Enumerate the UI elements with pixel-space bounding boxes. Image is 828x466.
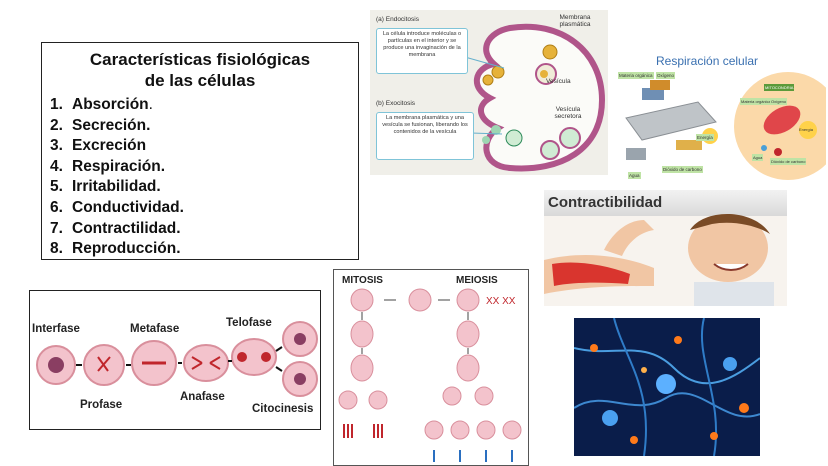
- contractility-header: [544, 190, 787, 216]
- organic-matter-label: Materia orgánica: [618, 72, 654, 79]
- list-item-label: Absorción: [72, 96, 149, 113]
- list-item-suffix: .: [148, 96, 153, 113]
- list-item-number: 4.: [50, 157, 63, 175]
- contractility-title: Contractibilidad: [548, 194, 663, 211]
- prophase-label: Profase: [80, 399, 123, 411]
- oxygen-label: Oxígeno: [656, 72, 676, 79]
- mitosis-meiosis-diagram: MITOSIS MEIOSIS XX XX: [333, 269, 529, 466]
- mito-oxygen-label: Oxígeno: [770, 98, 788, 105]
- membrane-label: Membrana plasmática: [559, 14, 591, 28]
- mito-co2-label: Dióxido de carbono: [770, 158, 807, 165]
- exocytosis-note: La membrana plasmática y una vesícula se…: [376, 112, 474, 160]
- secretory-vesicle-label: Vesícula secretora: [554, 106, 582, 120]
- cytokinesis-label: Citocinesis: [252, 403, 314, 415]
- list-item: 1. Absorción.: [50, 95, 184, 116]
- endocytosis-label: (a) Endocitosis: [376, 16, 419, 23]
- endocytosis-illustration: [439, 23, 606, 172]
- list-item-number: 6.: [50, 198, 63, 216]
- mito-energy-label: Energía: [799, 127, 814, 132]
- list-item: 3. Excreción: [50, 136, 184, 157]
- list-item: 4. Respiración.: [50, 157, 184, 178]
- list-item-number: 8.: [50, 240, 63, 258]
- list-item-number: 5.: [50, 178, 63, 196]
- list-item-label: Excreción: [72, 137, 147, 155]
- mitosis-phases-illustration: [36, 321, 318, 397]
- neuron-network-illustration: [574, 318, 760, 456]
- mitosis-meiosis-illustration: XX XX: [338, 288, 522, 462]
- mitosis-label: MITOSIS: [342, 275, 383, 286]
- metaphase-label: Metafase: [130, 323, 180, 335]
- respiration-diagram: Respiración celular Materia orgánica Oxí…: [612, 48, 826, 183]
- interphase-label: Interfase: [32, 323, 80, 335]
- list-title-line1: Características fisiológicas: [89, 50, 311, 69]
- list-item-label: Respiración.: [72, 157, 166, 175]
- list-item: 6. Conductividad.: [50, 198, 184, 219]
- list-title-line2: de las células: [144, 71, 256, 90]
- list-item-number: 3.: [50, 137, 63, 155]
- characteristics-box: Características fisiológicas de las célu…: [41, 42, 359, 260]
- co2-label: Dióxido de carbono: [662, 166, 703, 173]
- respiration-title: Respiración celular: [656, 54, 759, 68]
- meiosis-label: MEIOSIS: [456, 275, 498, 286]
- list-item: 7. Contractilidad.: [50, 219, 184, 240]
- list-item-label: Irritabilidad.: [72, 178, 161, 196]
- endocytosis-note: La célula introduce moléculas o partícul…: [376, 28, 468, 74]
- energy-label: Energía: [696, 134, 714, 141]
- list-item: 5. Irritabilidad.: [50, 177, 184, 198]
- list-item: 2. Secreción.: [50, 116, 184, 137]
- mitosis-phases-diagram: Interfase Metafase Telofase Profase Anaf…: [29, 290, 321, 430]
- mito-organic-matter-label: Materia orgánica: [740, 98, 772, 105]
- list-title: Características fisiológicas de las célu…: [42, 49, 358, 91]
- neurons-image: [574, 318, 760, 456]
- list-item-label: Reproducción.: [72, 240, 181, 258]
- water-label: Agua: [628, 172, 641, 179]
- list-item-number: 7.: [50, 219, 63, 237]
- exocytosis-label: (b) Exocitosis: [376, 100, 416, 107]
- svg-text:XX XX: XX XX: [486, 296, 516, 307]
- contractility-image: Contractibilidad: [544, 190, 787, 306]
- list-item: 8. Reproducción.: [50, 239, 184, 260]
- list-item-label: Secreción.: [72, 116, 151, 134]
- mito-water-label: Agua: [752, 154, 764, 161]
- list-item-label: Conductividad.: [72, 198, 184, 216]
- anaphase-label: Anafase: [180, 391, 225, 403]
- child-flexing-illustration: [544, 213, 787, 306]
- telophase-label: Telofase: [226, 317, 272, 329]
- list-item-number: 2.: [50, 116, 63, 134]
- vesicle-label: Vesícula: [546, 78, 571, 85]
- respiration-illustration: [625, 72, 826, 180]
- characteristics-list: 1. Absorción. 2. Secreción. 3. Excreción 4.…: [50, 95, 184, 260]
- mitochondria-label: MITOCONDRIA: [764, 84, 795, 91]
- list-item-number: 1.: [50, 96, 63, 113]
- list-item-label: Contractilidad.: [72, 219, 181, 237]
- endocytosis-diagram: (a) Endocitosis (b) Exocitosis La célula…: [370, 10, 608, 175]
